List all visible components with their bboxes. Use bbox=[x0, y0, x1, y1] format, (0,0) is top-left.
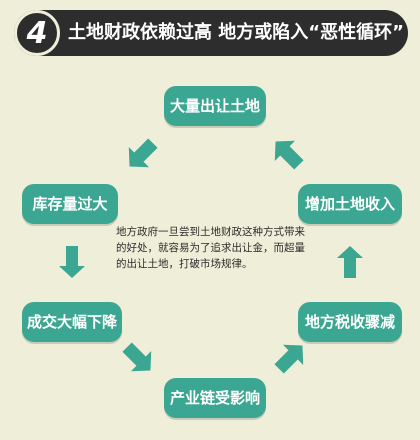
node-bottom: 产业链受影响 bbox=[164, 378, 266, 418]
arrow-bottom-to-right-icon bbox=[274, 344, 304, 374]
arrow-right-to-top-icon bbox=[274, 140, 304, 170]
step-number-badge: 4 bbox=[14, 10, 60, 56]
header-banner: 4 土地财政依赖过高 地方或陷入“恶性循环” bbox=[14, 10, 408, 56]
arrow-down-left-icon bbox=[59, 246, 85, 278]
node-right-lower: 地方税收骤减 bbox=[298, 302, 402, 342]
arrow-left-to-bottom-icon bbox=[122, 342, 152, 372]
arrow-up-right-icon bbox=[337, 246, 363, 278]
node-left-lower: 成交大幅下降 bbox=[22, 302, 122, 342]
node-left-upper: 库存量过大 bbox=[22, 184, 118, 224]
node-top: 大量出让土地 bbox=[164, 86, 266, 126]
arrow-top-to-left-icon bbox=[128, 138, 158, 168]
center-description: 地方政府一旦尝到土地财政这种方式带来的好处，就容易为了追求出让金，而超量的出让土… bbox=[116, 226, 305, 270]
header-title: 土地财政依赖过高 地方或陷入“恶性循环” bbox=[68, 22, 404, 43]
node-right-upper: 增加土地收入 bbox=[298, 184, 402, 224]
